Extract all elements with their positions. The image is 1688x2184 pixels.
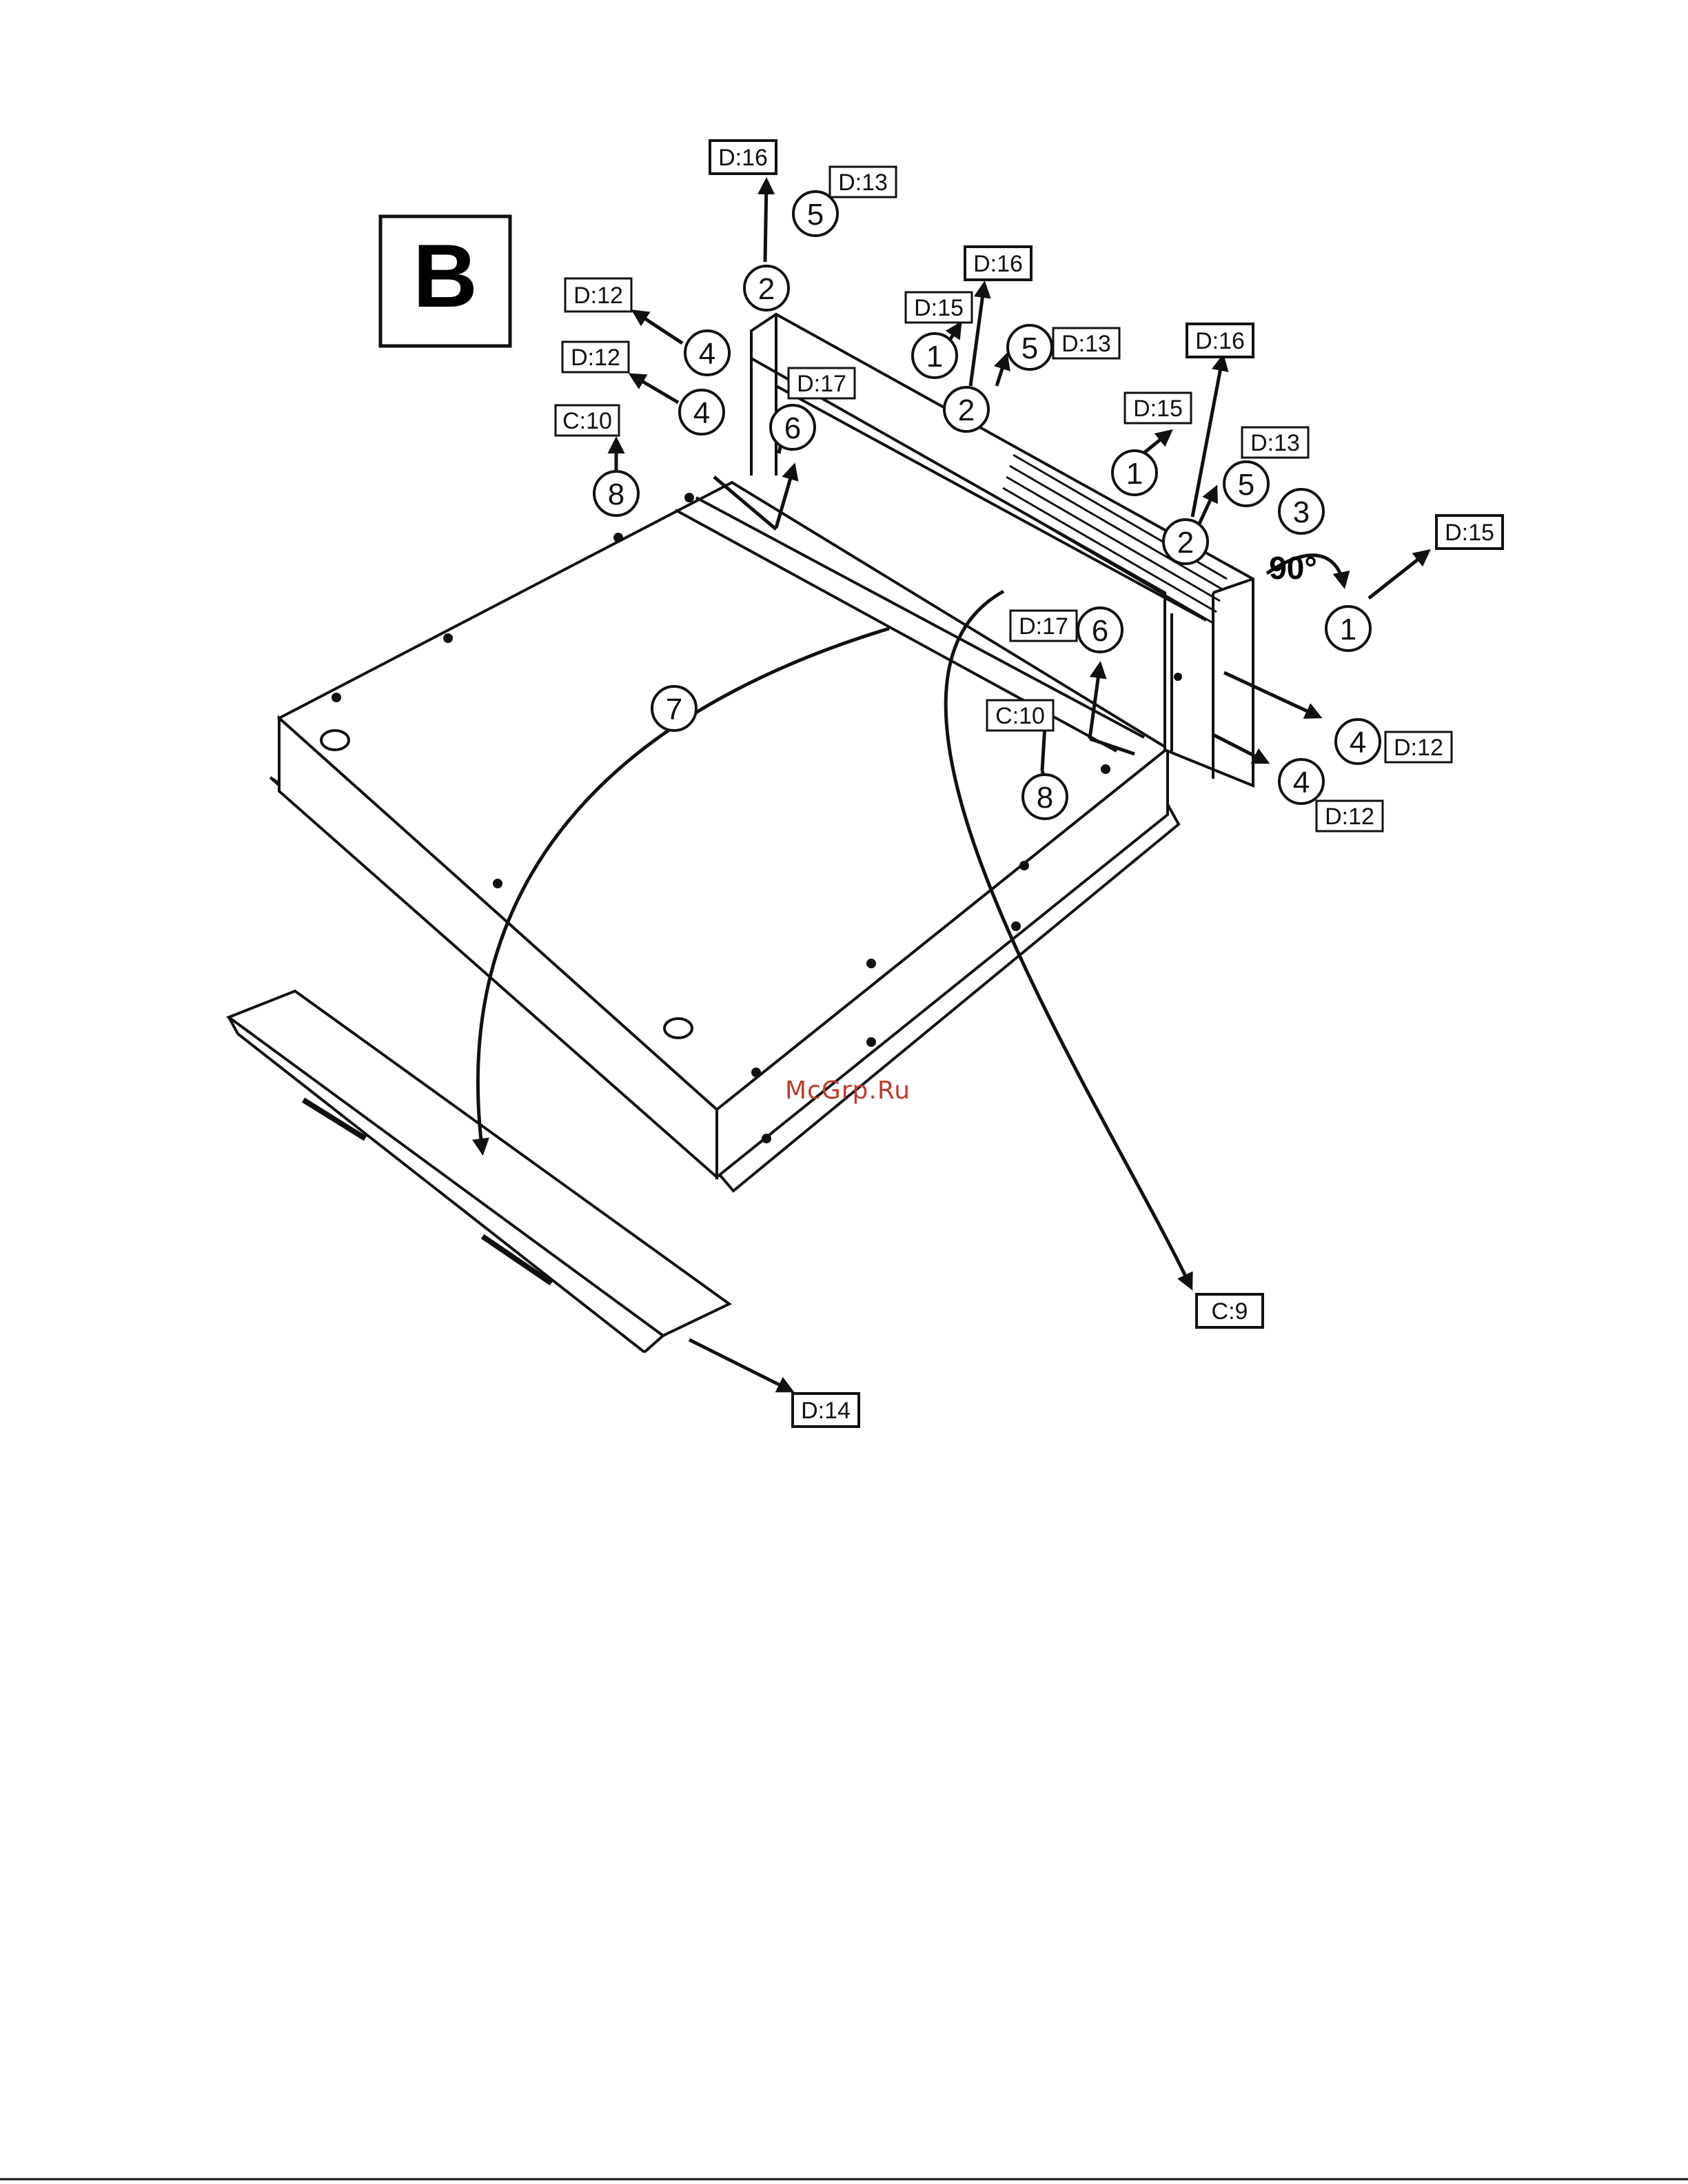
svg-text:D:16: D:16: [973, 251, 1023, 277]
svg-text:7: 7: [666, 693, 682, 726]
ref-box-d14: D:14: [793, 1394, 859, 1427]
svg-text:C:9: C:9: [1212, 1298, 1248, 1325]
svg-text:1: 1: [926, 340, 943, 374]
svg-text:D:17: D:17: [797, 371, 846, 397]
callout-circle-4a: 4: [685, 331, 729, 375]
svg-text:6: 6: [1092, 614, 1108, 648]
svg-text:8: 8: [608, 478, 624, 511]
callout-circle-2a: 2: [744, 266, 789, 310]
svg-text:D:15: D:15: [1445, 520, 1494, 546]
svg-text:2: 2: [958, 394, 975, 427]
callout-circle-6a: 6: [771, 405, 815, 449]
svg-text:D:13: D:13: [1061, 331, 1111, 357]
svg-text:D:12: D:12: [571, 345, 620, 371]
ref-box-4c: D:12: [1385, 732, 1452, 762]
callout-circle-4b: 4: [680, 390, 724, 434]
callout-circle-2c: 2: [1163, 520, 1208, 564]
svg-text:C:10: C:10: [995, 703, 1045, 729]
callout-circle-8b: 8: [1023, 775, 1067, 819]
svg-text:D:12: D:12: [1394, 735, 1443, 761]
svg-text:D:14: D:14: [801, 1398, 851, 1424]
section-label-text: B: [413, 225, 478, 326]
ref-box-6a: D:17: [789, 368, 855, 398]
svg-text:2: 2: [758, 272, 775, 306]
svg-text:3: 3: [1293, 496, 1310, 529]
svg-text:1: 1: [1340, 613, 1356, 646]
section-label: B: [380, 216, 510, 346]
svg-text:6: 6: [784, 411, 801, 445]
svg-text:D:16: D:16: [1195, 328, 1245, 354]
ref-box-4a: D:12: [565, 278, 631, 312]
watermark-text: McGrp.Ru: [785, 1076, 911, 1105]
svg-text:D:15: D:15: [1133, 396, 1183, 422]
svg-text:C:10: C:10: [562, 408, 612, 434]
callout-circle-3: 3: [1279, 489, 1323, 533]
callout-circle-6b: 6: [1078, 608, 1122, 652]
svg-text:D:12: D:12: [573, 283, 623, 309]
svg-text:4: 4: [693, 396, 710, 430]
callout-circle-5c: 5: [1224, 462, 1268, 506]
callout-circle-5a: 5: [793, 192, 837, 236]
ref-box-5b: D:13: [1053, 328, 1119, 358]
angle-label: 90°: [1269, 550, 1317, 586]
ref-box-1c: D:15: [1436, 516, 1503, 549]
svg-text:8: 8: [1037, 781, 1053, 815]
chassis: [270, 314, 1253, 1191]
callout-circle-8a: 8: [594, 471, 638, 516]
svg-text:D:12: D:12: [1325, 804, 1374, 830]
callout-circle-1c: 1: [1326, 606, 1370, 651]
callout-circle-5b: 5: [1008, 325, 1052, 369]
ref-box-8b: C:10: [987, 700, 1053, 731]
svg-text:D:16: D:16: [718, 145, 768, 171]
callout-circle-1b: 1: [1112, 451, 1157, 495]
ref-box-2c: D:16: [1187, 324, 1253, 357]
callout-circle-1a: 1: [913, 334, 957, 378]
ref-box-5a: D:13: [830, 167, 896, 197]
ref-box-2b: D:16: [965, 247, 1031, 280]
svg-text:D:13: D:13: [838, 170, 888, 196]
svg-text:5: 5: [1238, 468, 1254, 502]
svg-text:1: 1: [1126, 457, 1143, 491]
ref-box-5c: D:13: [1242, 427, 1308, 458]
svg-text:D:17: D:17: [1019, 613, 1068, 640]
callout-circle-4d: 4: [1279, 759, 1323, 804]
callout-circle-7: 7: [652, 686, 696, 731]
ref-box-1b: D:15: [1125, 393, 1191, 423]
svg-text:4: 4: [1293, 766, 1310, 799]
svg-text:D:15: D:15: [914, 295, 964, 321]
ref-box-2a: D:16: [710, 141, 776, 174]
svg-text:4: 4: [699, 337, 715, 371]
ref-box-4d: D:12: [1316, 801, 1383, 831]
svg-text:D:13: D:13: [1250, 430, 1300, 456]
svg-text:2: 2: [1177, 526, 1194, 560]
ref-box-1a: D:15: [906, 292, 972, 323]
svg-text:5: 5: [1021, 331, 1038, 365]
svg-text:5: 5: [807, 198, 824, 232]
ref-box-4b: D:12: [562, 342, 629, 372]
callout-circle-2b: 2: [944, 387, 988, 431]
ref-box-c9: C:9: [1197, 1294, 1263, 1327]
ref-box-8a: C:10: [556, 405, 619, 436]
callout-circle-4c: 4: [1336, 720, 1380, 764]
svg-text:4: 4: [1350, 726, 1366, 759]
ref-box-6b: D:17: [1010, 611, 1077, 641]
